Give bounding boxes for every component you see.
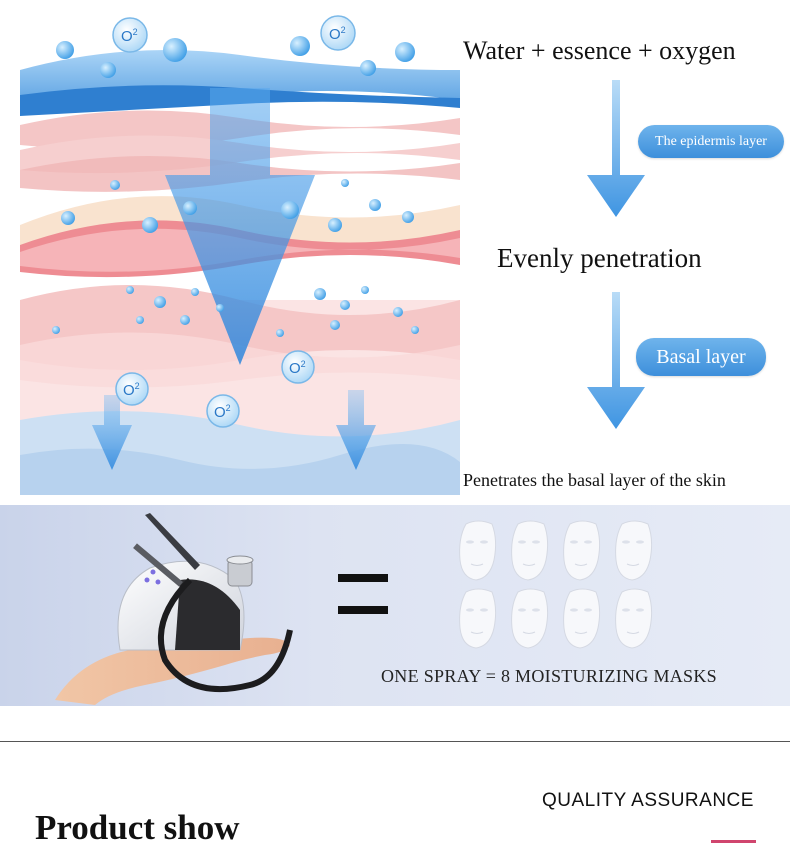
accent-underline bbox=[711, 840, 756, 843]
mask-icon bbox=[563, 588, 601, 649]
mask-icon bbox=[615, 588, 653, 649]
oxygen-label: O2 bbox=[214, 403, 231, 421]
label-basal-layer: Basal layer bbox=[636, 338, 766, 376]
mask-icon bbox=[615, 520, 653, 581]
down-arrow-icon bbox=[587, 292, 645, 429]
title-evenly-penetration: Evenly penetration bbox=[497, 243, 702, 273]
mask-icon bbox=[511, 520, 549, 581]
quality-assurance-title: QUALITY ASSURANCE bbox=[542, 790, 754, 811]
caption-penetrates-basal: Penetrates the basal layer of the skin bbox=[463, 470, 726, 490]
oxygen-label: O2 bbox=[123, 381, 140, 399]
mask-icon bbox=[511, 588, 549, 649]
title-water-essence-oxygen: Water + essence + oxygen bbox=[463, 36, 736, 65]
oxygen-label: O2 bbox=[121, 27, 138, 45]
moisturizing-masks-image bbox=[459, 520, 653, 649]
section-divider bbox=[0, 741, 790, 742]
skin-layers-illustration: O2 O2 O2 O2 O2 bbox=[20, 15, 460, 495]
product-show-title: Product show bbox=[35, 808, 240, 847]
mask-icon bbox=[459, 520, 497, 581]
equals-sign bbox=[338, 574, 388, 614]
oxygen-label: O2 bbox=[289, 359, 306, 377]
down-arrow-icon bbox=[587, 80, 645, 217]
label-epidermis-layer: The epidermis layer bbox=[638, 125, 784, 158]
mask-icon bbox=[563, 520, 601, 581]
spray-equals-masks-caption: ONE SPRAY = 8 MOISTURIZING MASKS bbox=[381, 666, 717, 686]
mask-icon bbox=[459, 588, 497, 649]
oxygen-label: O2 bbox=[329, 25, 346, 43]
oxygen-spray-device-image bbox=[55, 513, 293, 705]
